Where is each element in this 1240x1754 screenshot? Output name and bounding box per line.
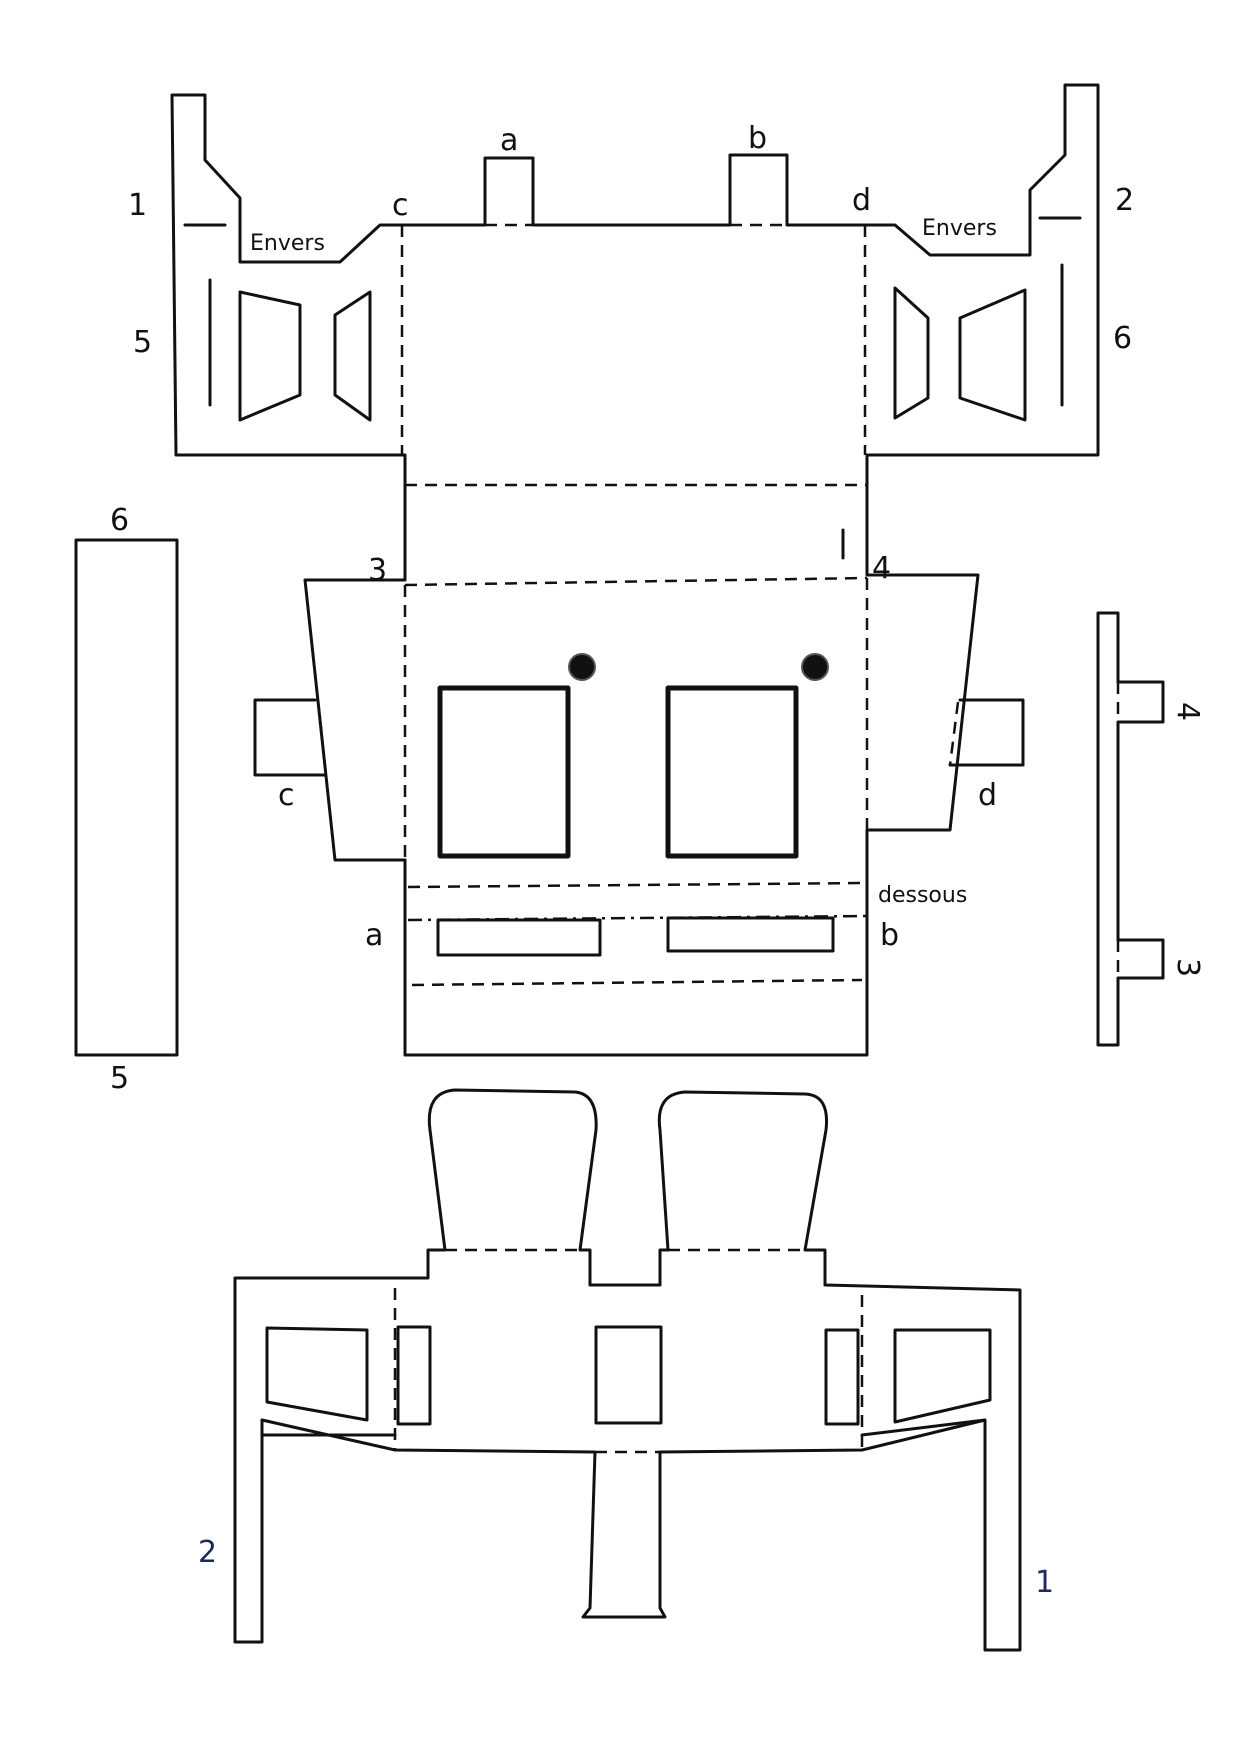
wing-left-window-small [333,290,372,422]
fold-dessous [407,881,868,889]
label-right-tab-3: 3 [1170,958,1205,977]
left-strip [74,538,179,1057]
label-tab-b: b [748,121,767,156]
side-tab-c-fold [316,699,328,776]
label-side-tab-c: c [278,778,295,813]
label-corner-c: c [392,188,409,223]
wing-right-window-small [893,286,930,420]
right-strip-outline [1096,611,1165,1047]
window-left [437,685,571,859]
label-envers-right: Envers [922,216,997,241]
label-num-6: 6 [1113,321,1132,356]
side-tab-c [253,698,327,777]
slot-bottom-center [594,1325,663,1425]
fold-bottom [411,978,863,987]
label-strip-bottom: 5 [110,1061,129,1096]
wing-left-window-big [238,290,302,422]
label-slot-a: a [365,918,383,953]
wing-right-window-big [958,288,1027,422]
slot-bottom-right [824,1328,860,1426]
label-dessous: dessous [878,883,967,908]
hole-right [801,653,829,681]
label-num-4: 4 [872,551,891,586]
hole-left [568,653,596,681]
label-tab-a: a [500,123,518,158]
label-slot-b: b [880,918,899,953]
label-strip-top: 6 [110,503,129,538]
bottom-piece-outline [233,1088,1022,1652]
label-bottom-1: 1 [1035,1565,1054,1600]
bottom-piece [233,1088,1022,1652]
label-bottom-2: 2 [198,1535,217,1570]
slot-bottom-left [396,1325,432,1426]
arm-bar-right [860,1418,987,1437]
window-bottom-right [893,1328,992,1424]
fold-h2 [404,576,868,587]
slot-a [436,918,602,957]
side-tab-d [948,698,1025,767]
label-side-tab-d: d [978,778,997,813]
label-num-5: 5 [133,325,152,360]
label-num-3: 3 [368,553,387,588]
right-strip [1096,611,1165,1047]
slot-b [666,916,835,953]
label-num-2-top: 2 [1115,183,1134,218]
top-piece-outline [170,83,1100,1057]
label-envers-left: Envers [250,231,325,256]
side-tab-d-fold [948,701,960,766]
label-corner-d: d [852,183,871,218]
label-num-1-top: 1 [128,188,147,223]
window-bottom-left [265,1326,369,1422]
top-piece [170,83,1100,1057]
label-right-tab-4: 4 [1170,702,1205,721]
window-right [665,685,799,859]
